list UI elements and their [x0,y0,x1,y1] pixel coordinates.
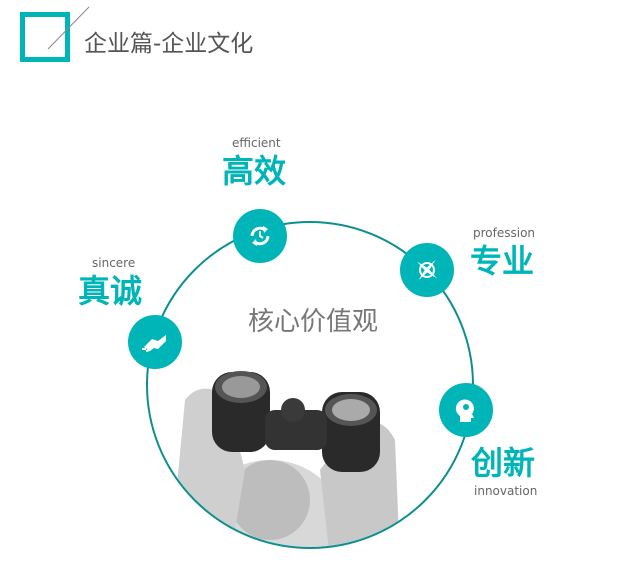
compass-icon [400,243,454,297]
core-values-label: 核心价值观 [248,307,379,337]
diagonal-line-icon [47,6,90,50]
binoculars-photo [170,371,400,547]
refresh-clock-icon [233,209,287,263]
value-efficient-en: efficient [232,136,281,150]
head-idea-icon [439,383,493,437]
value-profession-zh: 专业 [470,242,535,280]
value-sincere-en: sincere [92,256,136,270]
value-sincere-zh: 真诚 [78,272,143,310]
value-profession-en: profession [473,226,536,240]
value-efficient-zh: 高效 [222,152,287,190]
page-title: 企业篇-企业文化 [84,31,254,57]
logo-square-icon [20,12,70,62]
handshake-icon [128,315,182,369]
value-innovation-en: innovation [474,484,538,498]
value-innovation-zh: 创新 [471,444,536,482]
